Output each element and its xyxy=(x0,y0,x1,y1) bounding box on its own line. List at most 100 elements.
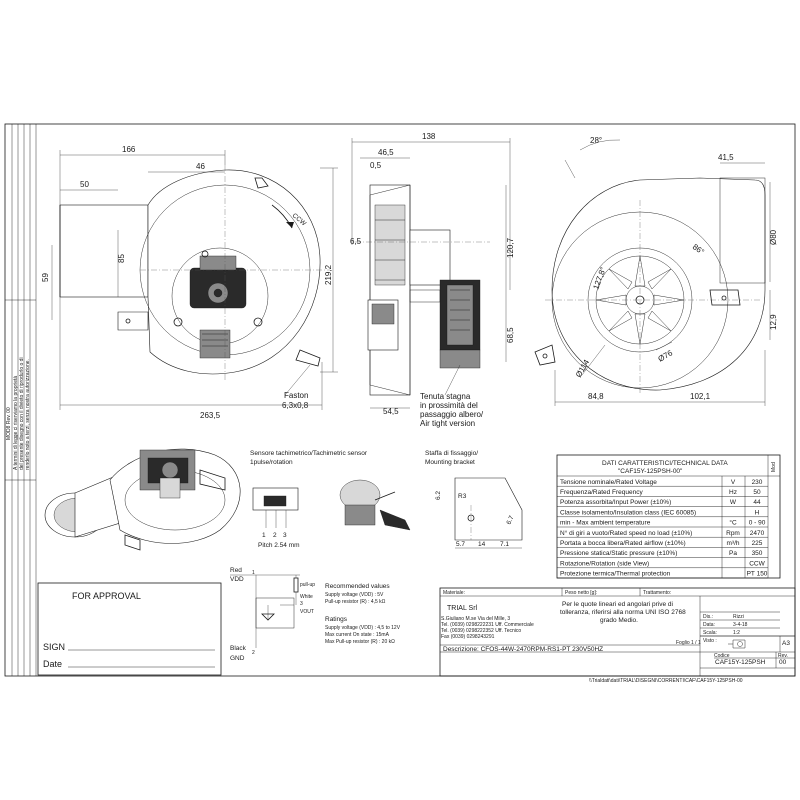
tech-row-label: Pressione statica/Static pressure (±10%) xyxy=(560,550,677,557)
airtight-note-4: Air tight version xyxy=(420,419,475,428)
tb-codice: Codice xyxy=(714,653,730,659)
schem-black: Black xyxy=(230,645,247,652)
side-view xyxy=(355,184,490,396)
dim-85: 85 xyxy=(117,254,126,263)
rec-2: Pull-up resistor (R) : 4,5 kΩ xyxy=(325,599,386,605)
side-note-line-2: A termini di legge ci riserviamo la prop… xyxy=(13,376,19,470)
projection-symbol-icon xyxy=(728,639,746,649)
side-view-dimensions: 138 46,5 0,5 6,5 120,7 68,5 54,5 Tenuta … xyxy=(350,132,515,428)
tb-rev: Rev. xyxy=(778,653,788,659)
dim-84-8: 84,8 xyxy=(588,392,604,401)
dim-59: 59 xyxy=(41,273,50,282)
tb-rev-val: 00 xyxy=(779,659,787,666)
outlet-duct xyxy=(59,204,149,298)
front-view-dimensions: 166 46 50 85 59 219,2 263,5 CCW Faston 6… xyxy=(41,145,338,420)
rec-title: Recommended values xyxy=(325,583,390,590)
bracket-outline-icon xyxy=(454,477,523,541)
tech-row-value: 350 xyxy=(752,550,763,557)
tb-dis: Dis.: xyxy=(703,614,713,620)
dim-263-5: 263,5 xyxy=(200,411,221,420)
dim-12-9: 12,9 xyxy=(769,314,778,330)
side-note-line-1: MOD8 Rev. 00 xyxy=(6,407,12,440)
schem-vout: VOUT xyxy=(300,609,314,615)
bracket-title: Staffa di fissaggio/ xyxy=(425,450,478,457)
tech-row-label: Portata a bocca libera/Rated airflow (±1… xyxy=(560,540,686,547)
tech-row-value: 225 xyxy=(752,540,763,547)
tb-addr-4: Fax (0039) 0298243291 xyxy=(441,634,495,640)
tb-addr-2: Tel. (0039) 0298222231 Uff. Commerciale xyxy=(441,622,534,628)
tech-row: N° di giri a vuoto/Rated speed no load (… xyxy=(560,529,765,537)
bracket-dim-6-7: 6.7 xyxy=(505,514,515,525)
rat-1: Supply voltage (VDD) : 4,5 to 12V xyxy=(325,625,401,631)
rat-3: Max Pull-up resistor (R) : 20 kΩ xyxy=(325,639,395,645)
tech-row-label: Frequenza/Rated Frequency xyxy=(560,489,643,496)
approval-box: FOR APPROVAL SIGN Date xyxy=(37,582,222,676)
tech-row-label: Classe isolamento/Insulation class (IEC … xyxy=(560,509,696,516)
tb-visto: Visto : xyxy=(703,638,717,644)
tb-data-val: 3-4-18 xyxy=(733,622,748,628)
tech-row-unit: m³/h xyxy=(727,540,740,547)
tb-addr-1: S.Giuliano M.se Via del Mille, 3 xyxy=(441,616,510,622)
dim-138: 138 xyxy=(422,132,436,141)
hall-sensor-icon xyxy=(255,597,295,629)
tech-row-label: min - Max ambient temperature xyxy=(560,520,651,527)
approval-sign: SIGN xyxy=(43,642,65,652)
tb-note-3: grado Medio. xyxy=(600,617,638,624)
tech-row-unit: °C xyxy=(729,519,737,527)
faston-label-2: 6,3x0,8 xyxy=(282,401,309,410)
technical-data-table: DATI CARATTERISTICI/TECHNICAL DATA "CAF1… xyxy=(556,454,781,579)
schem-white: White xyxy=(300,594,313,600)
pin-1: 1 xyxy=(262,532,266,539)
tech-row: Pressione statica/Static pressure (±10%)… xyxy=(560,550,763,557)
dim-6-5: 6,5 xyxy=(350,237,362,246)
bracket-dim-5-7: 5.7 xyxy=(456,541,465,548)
tachimetric-sensor: Sensore tachimetrico/Tachimetric sensor … xyxy=(250,450,411,549)
dim-28deg: 28° xyxy=(590,136,602,145)
tech-row-unit: W xyxy=(730,499,737,506)
rat-2: Max current On state : 15mA xyxy=(325,632,390,638)
bracket-dim-14: 14 xyxy=(478,541,486,548)
tech-title: DATI CARATTERISTICI/TECHNICAL DATA xyxy=(602,460,728,467)
tech-row-label: Rotazione/Rotation (side View) xyxy=(560,560,649,567)
tech-row-value: 50 xyxy=(753,489,761,496)
tb-data: Data: xyxy=(703,622,715,628)
sensor-schematic: Red VDD 1 pull-up White 3 VOUT Black 2 G… xyxy=(230,567,401,662)
bracket-dim-6-2: 6.2 xyxy=(435,491,442,500)
dim-120-7: 120,7 xyxy=(506,237,515,258)
tech-row: Rotazione/Rotation (side View)CCW xyxy=(560,560,766,567)
schem-red: Red xyxy=(230,567,242,574)
title-block: Materiale: Peso netto [g]: Trattamento: … xyxy=(439,587,796,677)
tech-row: Classe isolamento/Insulation class (IEC … xyxy=(560,509,760,516)
dim-50: 50 xyxy=(80,180,89,189)
tb-trattamento: Trattamento: xyxy=(643,590,671,596)
tech-row-value: 2470 xyxy=(750,530,765,537)
schem-pin2: 2 xyxy=(252,650,255,656)
dim-41-5: 41,5 xyxy=(718,153,734,162)
dim-219-2: 219,2 xyxy=(324,264,333,285)
dim-102-1: 102,1 xyxy=(690,392,711,401)
tech-row-label: N° di giri a vuoto/Rated speed no load (… xyxy=(560,529,692,537)
tb-company: TRIAL Srl xyxy=(447,605,478,612)
dim-166: 166 xyxy=(122,145,136,154)
tb-size: A3 xyxy=(782,640,790,647)
side-note-line-3: del presente disegno con il divieto di r… xyxy=(19,357,25,470)
tech-row-value: 0 - 90 xyxy=(749,520,766,527)
approval-date: Date xyxy=(43,659,62,669)
sensor-subtitle: 1pulse/rotation xyxy=(250,459,293,466)
sheet-border xyxy=(4,123,796,677)
schem-pullup: pull-up xyxy=(300,582,315,588)
airtight-note-2: in prossimità del xyxy=(420,401,478,410)
tech-row-value: 44 xyxy=(753,499,761,506)
pin-2: 2 xyxy=(273,532,277,539)
tb-note-2: tolleranza, riferirsi alla norma UNI ISO… xyxy=(560,609,686,616)
side-note-line-4: renderlo noto a terzi, senza nostra auto… xyxy=(25,359,31,470)
tb-code-val: CAF15Y-125PSH xyxy=(715,659,766,666)
tb-scala-val: 1:2 xyxy=(733,630,740,636)
schem-vdd: VDD xyxy=(230,576,244,583)
tech-code: "CAF15Y-125PSH-00" xyxy=(618,468,683,475)
tech-row-label: Tensione nominale/Rated Voltage xyxy=(560,479,657,486)
file-path: \\Trialdati\dati\TRIAL\DISEGNI\CORRENTI\… xyxy=(589,678,743,684)
tech-row: min - Max ambient temperature °C 0 - 90 xyxy=(560,519,766,527)
